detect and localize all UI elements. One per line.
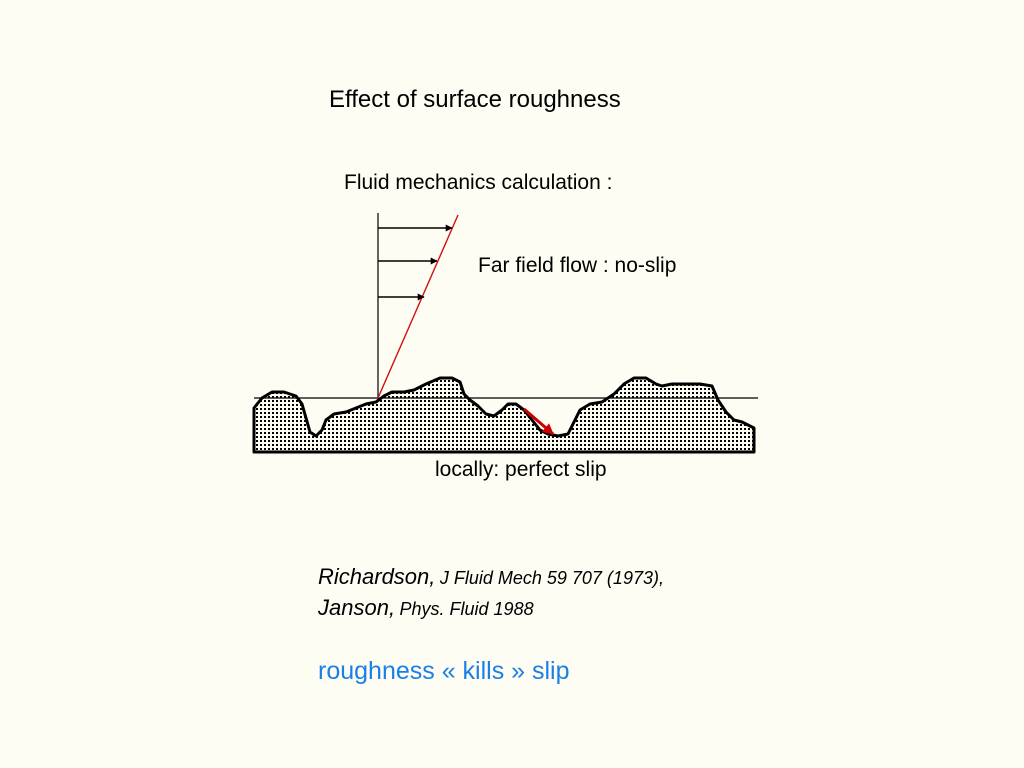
conclusion-text: roughness « kills » slip xyxy=(318,657,570,685)
reference-journal: Phys. Fluid 1988 xyxy=(399,599,534,619)
reference-author: Richardson, xyxy=(318,564,436,589)
arrow-down-right-icon xyxy=(523,407,554,436)
local-slip-label: locally: perfect slip xyxy=(435,458,607,481)
far-field-label: Far field flow : no-slip xyxy=(478,254,677,277)
slide-subtitle: Fluid mechanics calculation : xyxy=(344,171,613,194)
rough-surface xyxy=(252,376,756,454)
reference-janson: Janson, Phys. Fluid 1988 xyxy=(318,595,534,621)
reference-journal: J Fluid Mech 59 707 (1973), xyxy=(439,568,664,588)
velocity-profile-line xyxy=(377,214,459,399)
reference-richardson: Richardson, J Fluid Mech 59 707 (1973), xyxy=(318,564,664,590)
slide-title: Effect of surface roughness xyxy=(329,86,621,113)
reference-author: Janson, xyxy=(318,595,396,620)
